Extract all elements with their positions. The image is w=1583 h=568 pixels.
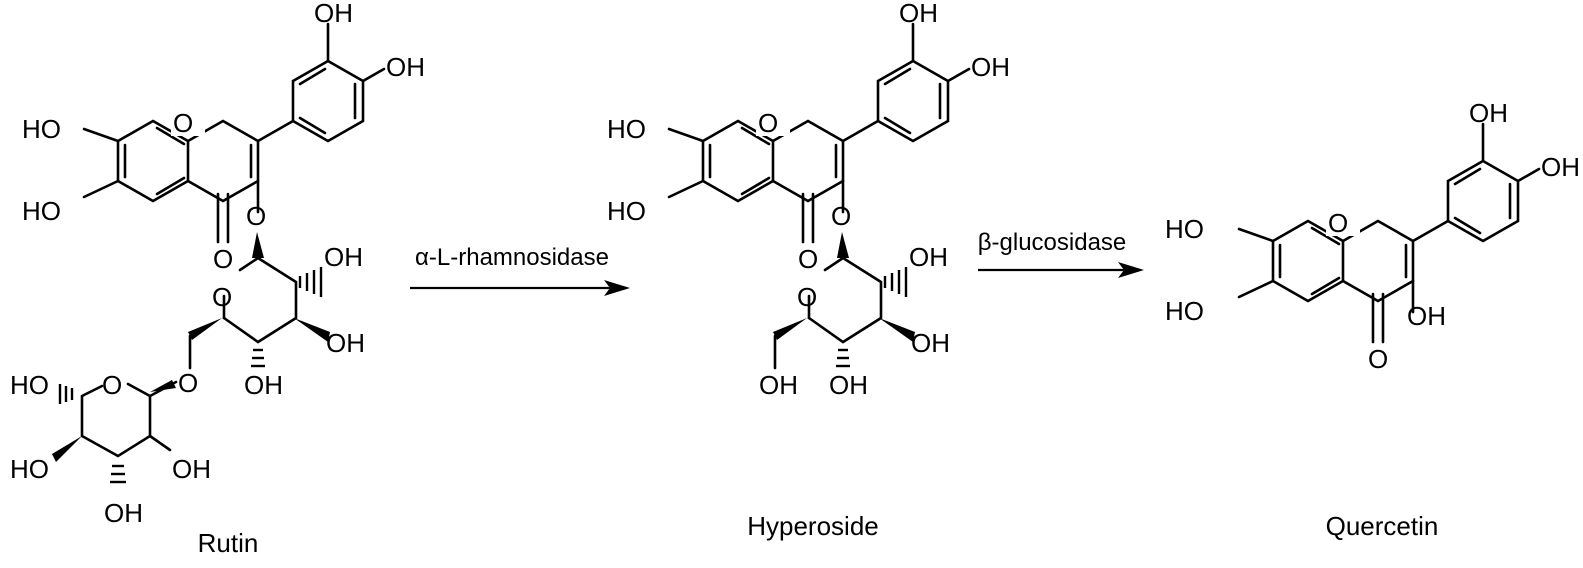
atom-label: O <box>831 201 851 231</box>
atom-label: HO <box>10 370 49 400</box>
atom-label: HO <box>607 114 646 144</box>
reaction-step-1: α-L-rhamnosidase <box>410 244 630 296</box>
atom-label: OH <box>909 242 948 272</box>
atom-label: O <box>1368 344 1388 374</box>
atom-label: OH <box>244 370 283 400</box>
enzyme-label: β-glucosidase <box>978 229 1127 256</box>
atom-label: HO <box>1165 296 1204 326</box>
atom-label: OH <box>829 370 868 400</box>
atom-label: OH <box>759 370 798 400</box>
atom-label: HO <box>1165 214 1204 244</box>
atom-label: OH <box>172 454 211 484</box>
atom-label: O <box>213 244 233 274</box>
atom-label: OH <box>1407 301 1446 331</box>
atom-label: HO <box>10 454 49 484</box>
compound-name: Quercetin <box>1326 511 1439 541</box>
atom-label: HO <box>22 114 61 144</box>
atom-label: O <box>798 244 818 274</box>
hyperoside-structure: O O OH OH HO HO O O OH OH OH OH <box>607 0 1010 400</box>
atom-label: O <box>246 201 266 231</box>
atom-label: OH <box>911 328 950 358</box>
compound-name: Hyperoside <box>747 511 879 541</box>
enzyme-label: α-L-rhamnosidase <box>415 244 609 271</box>
atom-label: OH <box>326 328 365 358</box>
quercetin-structure: O O OH OH HO HO OH <box>1165 98 1580 374</box>
atom-label: OH <box>1469 98 1508 128</box>
atom-label: O <box>178 368 198 398</box>
atom-label: OH <box>971 52 1010 82</box>
atom-label: OH <box>314 0 353 28</box>
atom-label: O <box>797 282 817 312</box>
rutin-structure: O O OH OH HO HO O O OH OH OH O <box>10 0 425 528</box>
atom-label: O <box>102 370 122 400</box>
atom-label: O <box>212 282 232 312</box>
atom-label: OH <box>324 242 363 272</box>
compound-name: Rutin <box>198 528 259 558</box>
reaction-step-2: β-glucosidase <box>978 229 1144 278</box>
atom-label: OH <box>1541 152 1580 182</box>
atom-label: HO <box>22 196 61 226</box>
atom-label: OH <box>386 52 425 82</box>
atom-label: OH <box>899 0 938 28</box>
atom-label: O <box>173 108 193 138</box>
atom-label: O <box>758 108 778 138</box>
atom-label: OH <box>104 498 143 528</box>
atom-label: HO <box>607 196 646 226</box>
atom-label: O <box>1328 208 1348 238</box>
